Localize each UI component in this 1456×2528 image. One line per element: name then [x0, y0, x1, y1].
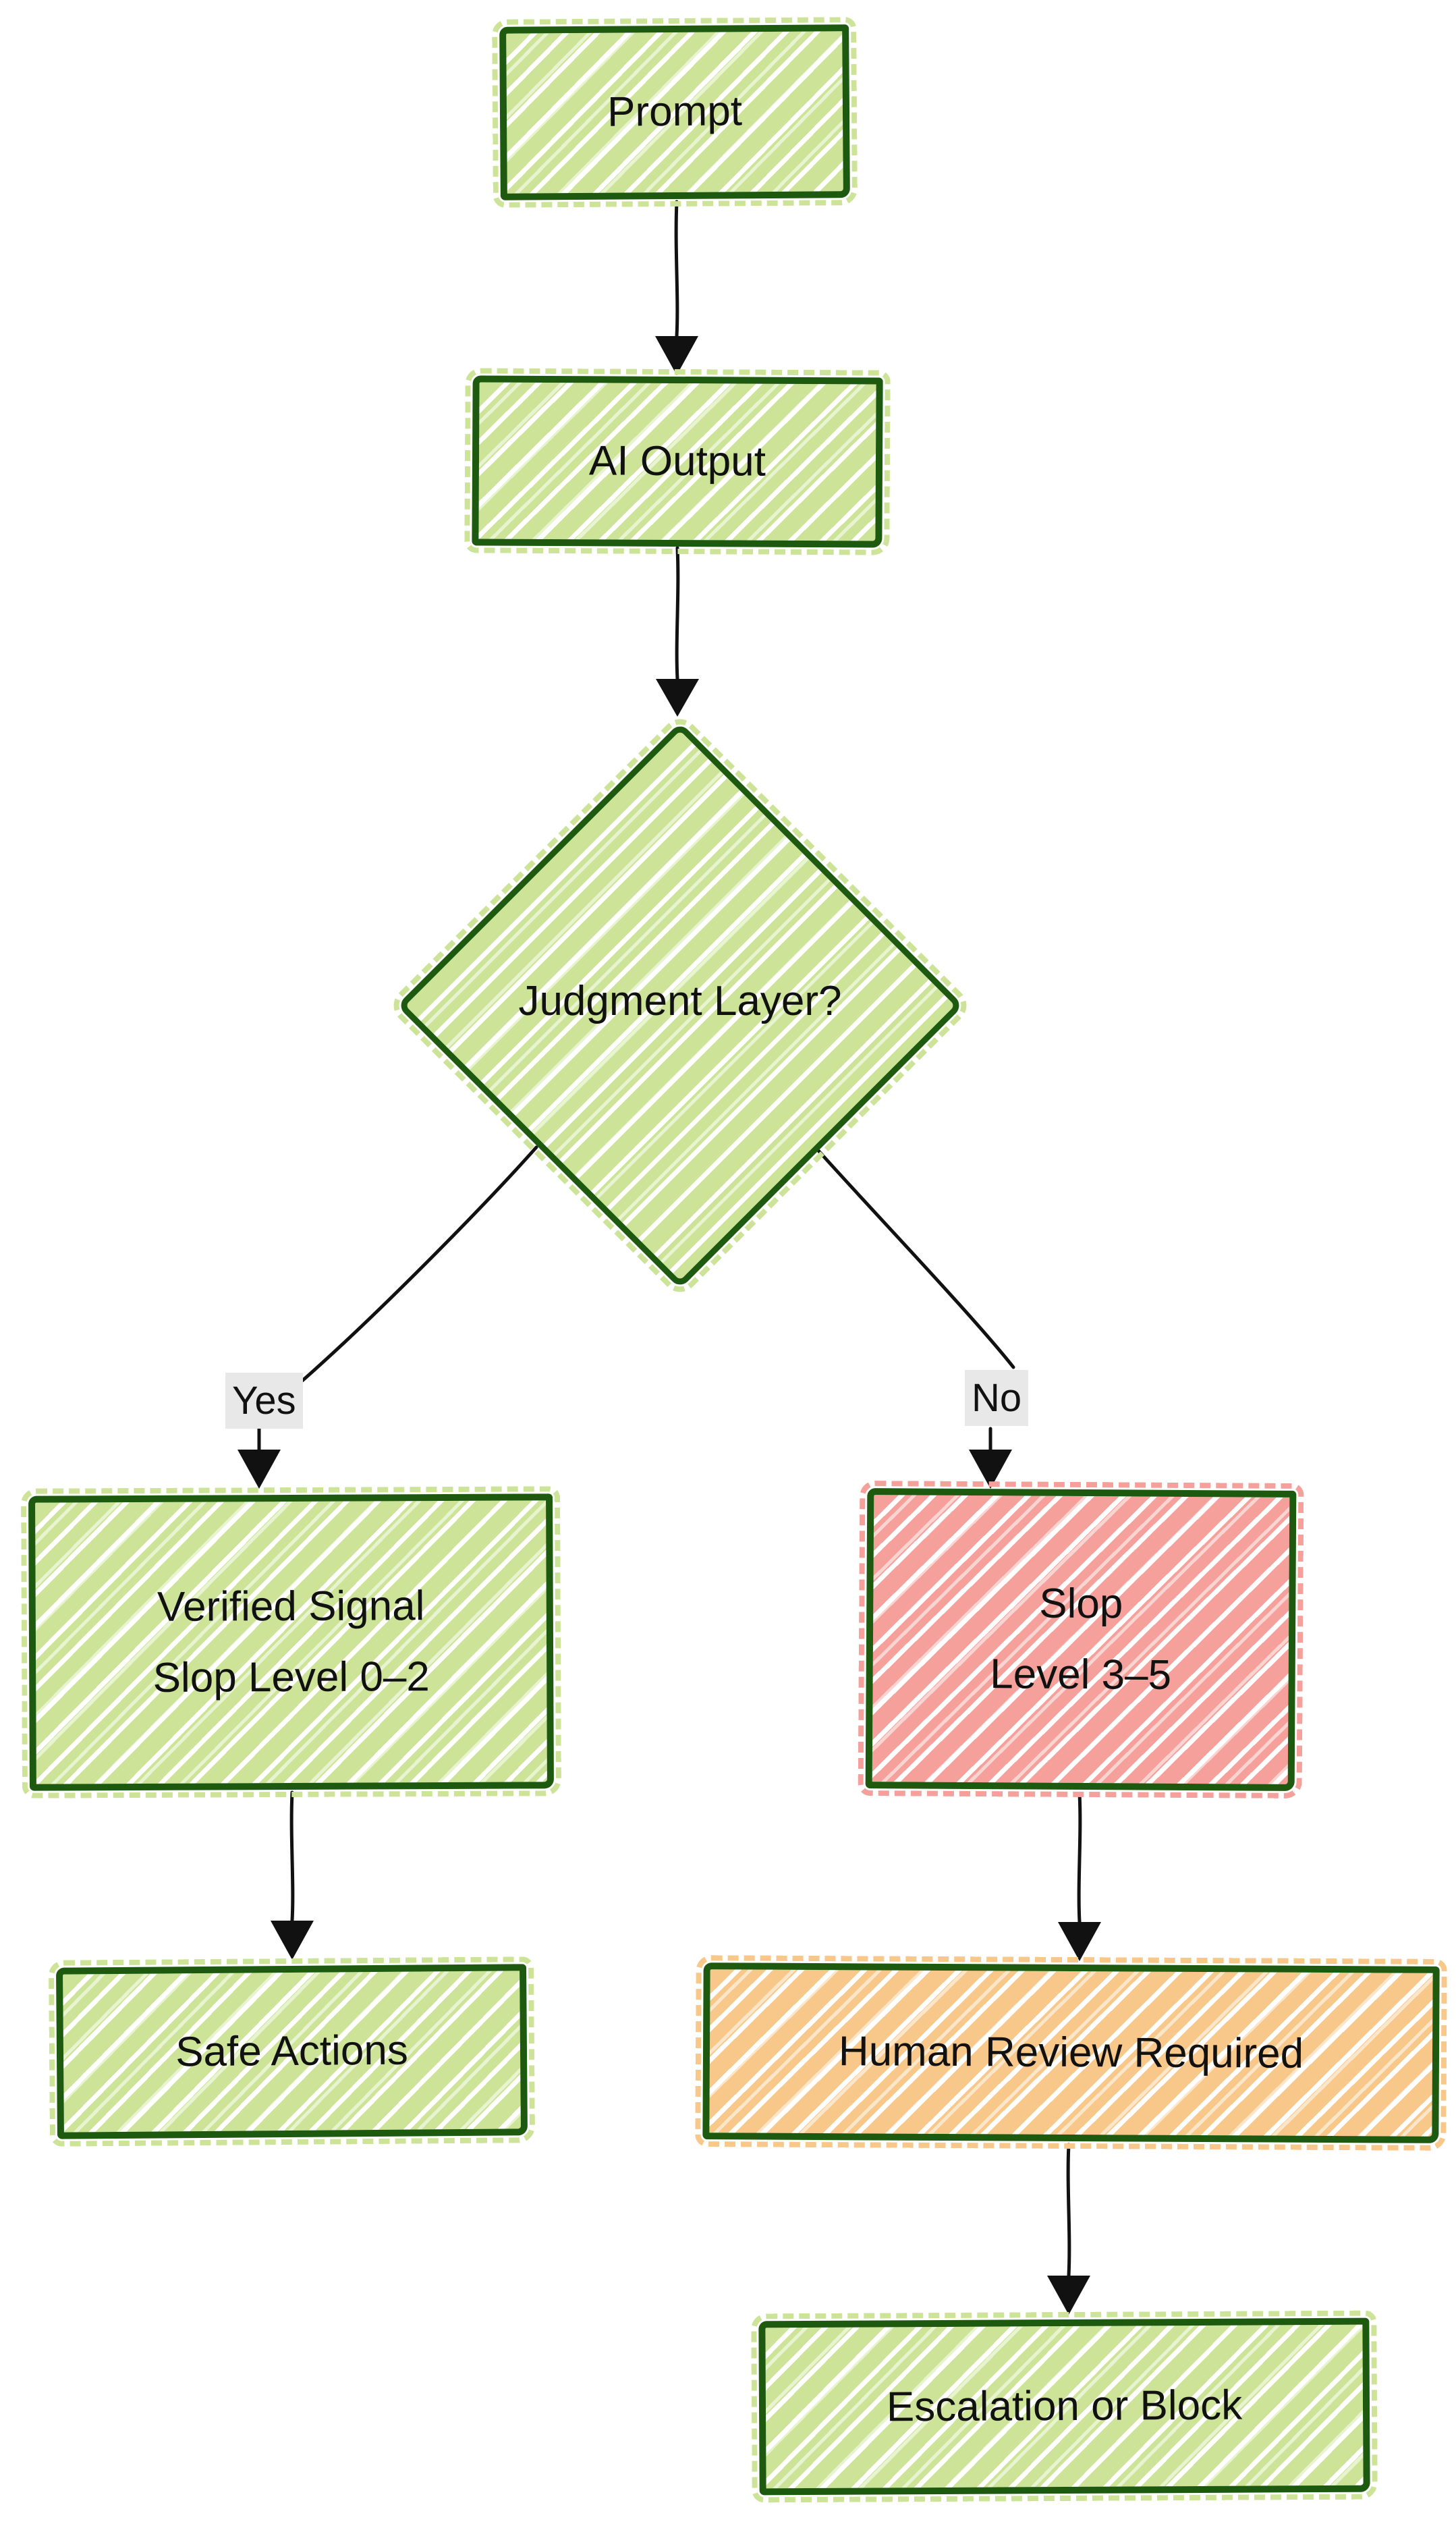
arrowhead-review [1058, 1922, 1101, 1961]
node-ai-output-label: AI Output [588, 437, 766, 485]
edge-ai-output-to-judgment [675, 546, 680, 681]
arrowhead-safe [271, 1921, 314, 1960]
node-judgment-label: Judgment Layer? [518, 978, 842, 1024]
arrowhead-verified [237, 1450, 281, 1489]
node-escalation-label: Escalation or Block [886, 2382, 1243, 2431]
edge-slop-to-review [1077, 1792, 1082, 1924]
edge-review-to-escalation [1066, 2143, 1071, 2278]
arrowhead-judgment [656, 679, 699, 717]
node-verified-signal: Verified Signal Slop Level 0–2 [21, 1486, 561, 1798]
node-prompt: Prompt [492, 17, 858, 208]
node-prompt-label: Prompt [607, 88, 743, 136]
node-escalation: Escalation or Block [751, 2310, 1378, 2503]
node-slop-line2: Level 3–5 [990, 1650, 1172, 1699]
node-slop-line1: Slop [1039, 1580, 1123, 1628]
edge-label-no: No [965, 1370, 1029, 1427]
node-safe-actions-label: Safe Actions [175, 2027, 409, 2076]
edge-verified-to-safe [289, 1790, 295, 1923]
node-verified-signal-line2: Slop Level 0–2 [152, 1653, 430, 1701]
node-human-review: Human Review Required [695, 1954, 1447, 2151]
node-ai-output: AI Output [464, 368, 891, 555]
node-safe-actions: Safe Actions [48, 1956, 536, 2147]
arrowhead-slop [969, 1450, 1012, 1489]
node-slop: Slop Level 3–5 [858, 1480, 1304, 1799]
arrowhead-escalation [1047, 2276, 1090, 2315]
edge-label-yes: Yes [225, 1373, 303, 1429]
node-human-review-label: Human Review Required [838, 2028, 1304, 2077]
node-verified-signal-line1: Verified Signal [157, 1583, 425, 1631]
edge-judgment-to-yes [300, 1145, 538, 1383]
edge-judgment-to-no [816, 1149, 1015, 1369]
edge-prompt-to-ai-output [674, 200, 679, 338]
arrowhead-ai-output [655, 336, 698, 375]
